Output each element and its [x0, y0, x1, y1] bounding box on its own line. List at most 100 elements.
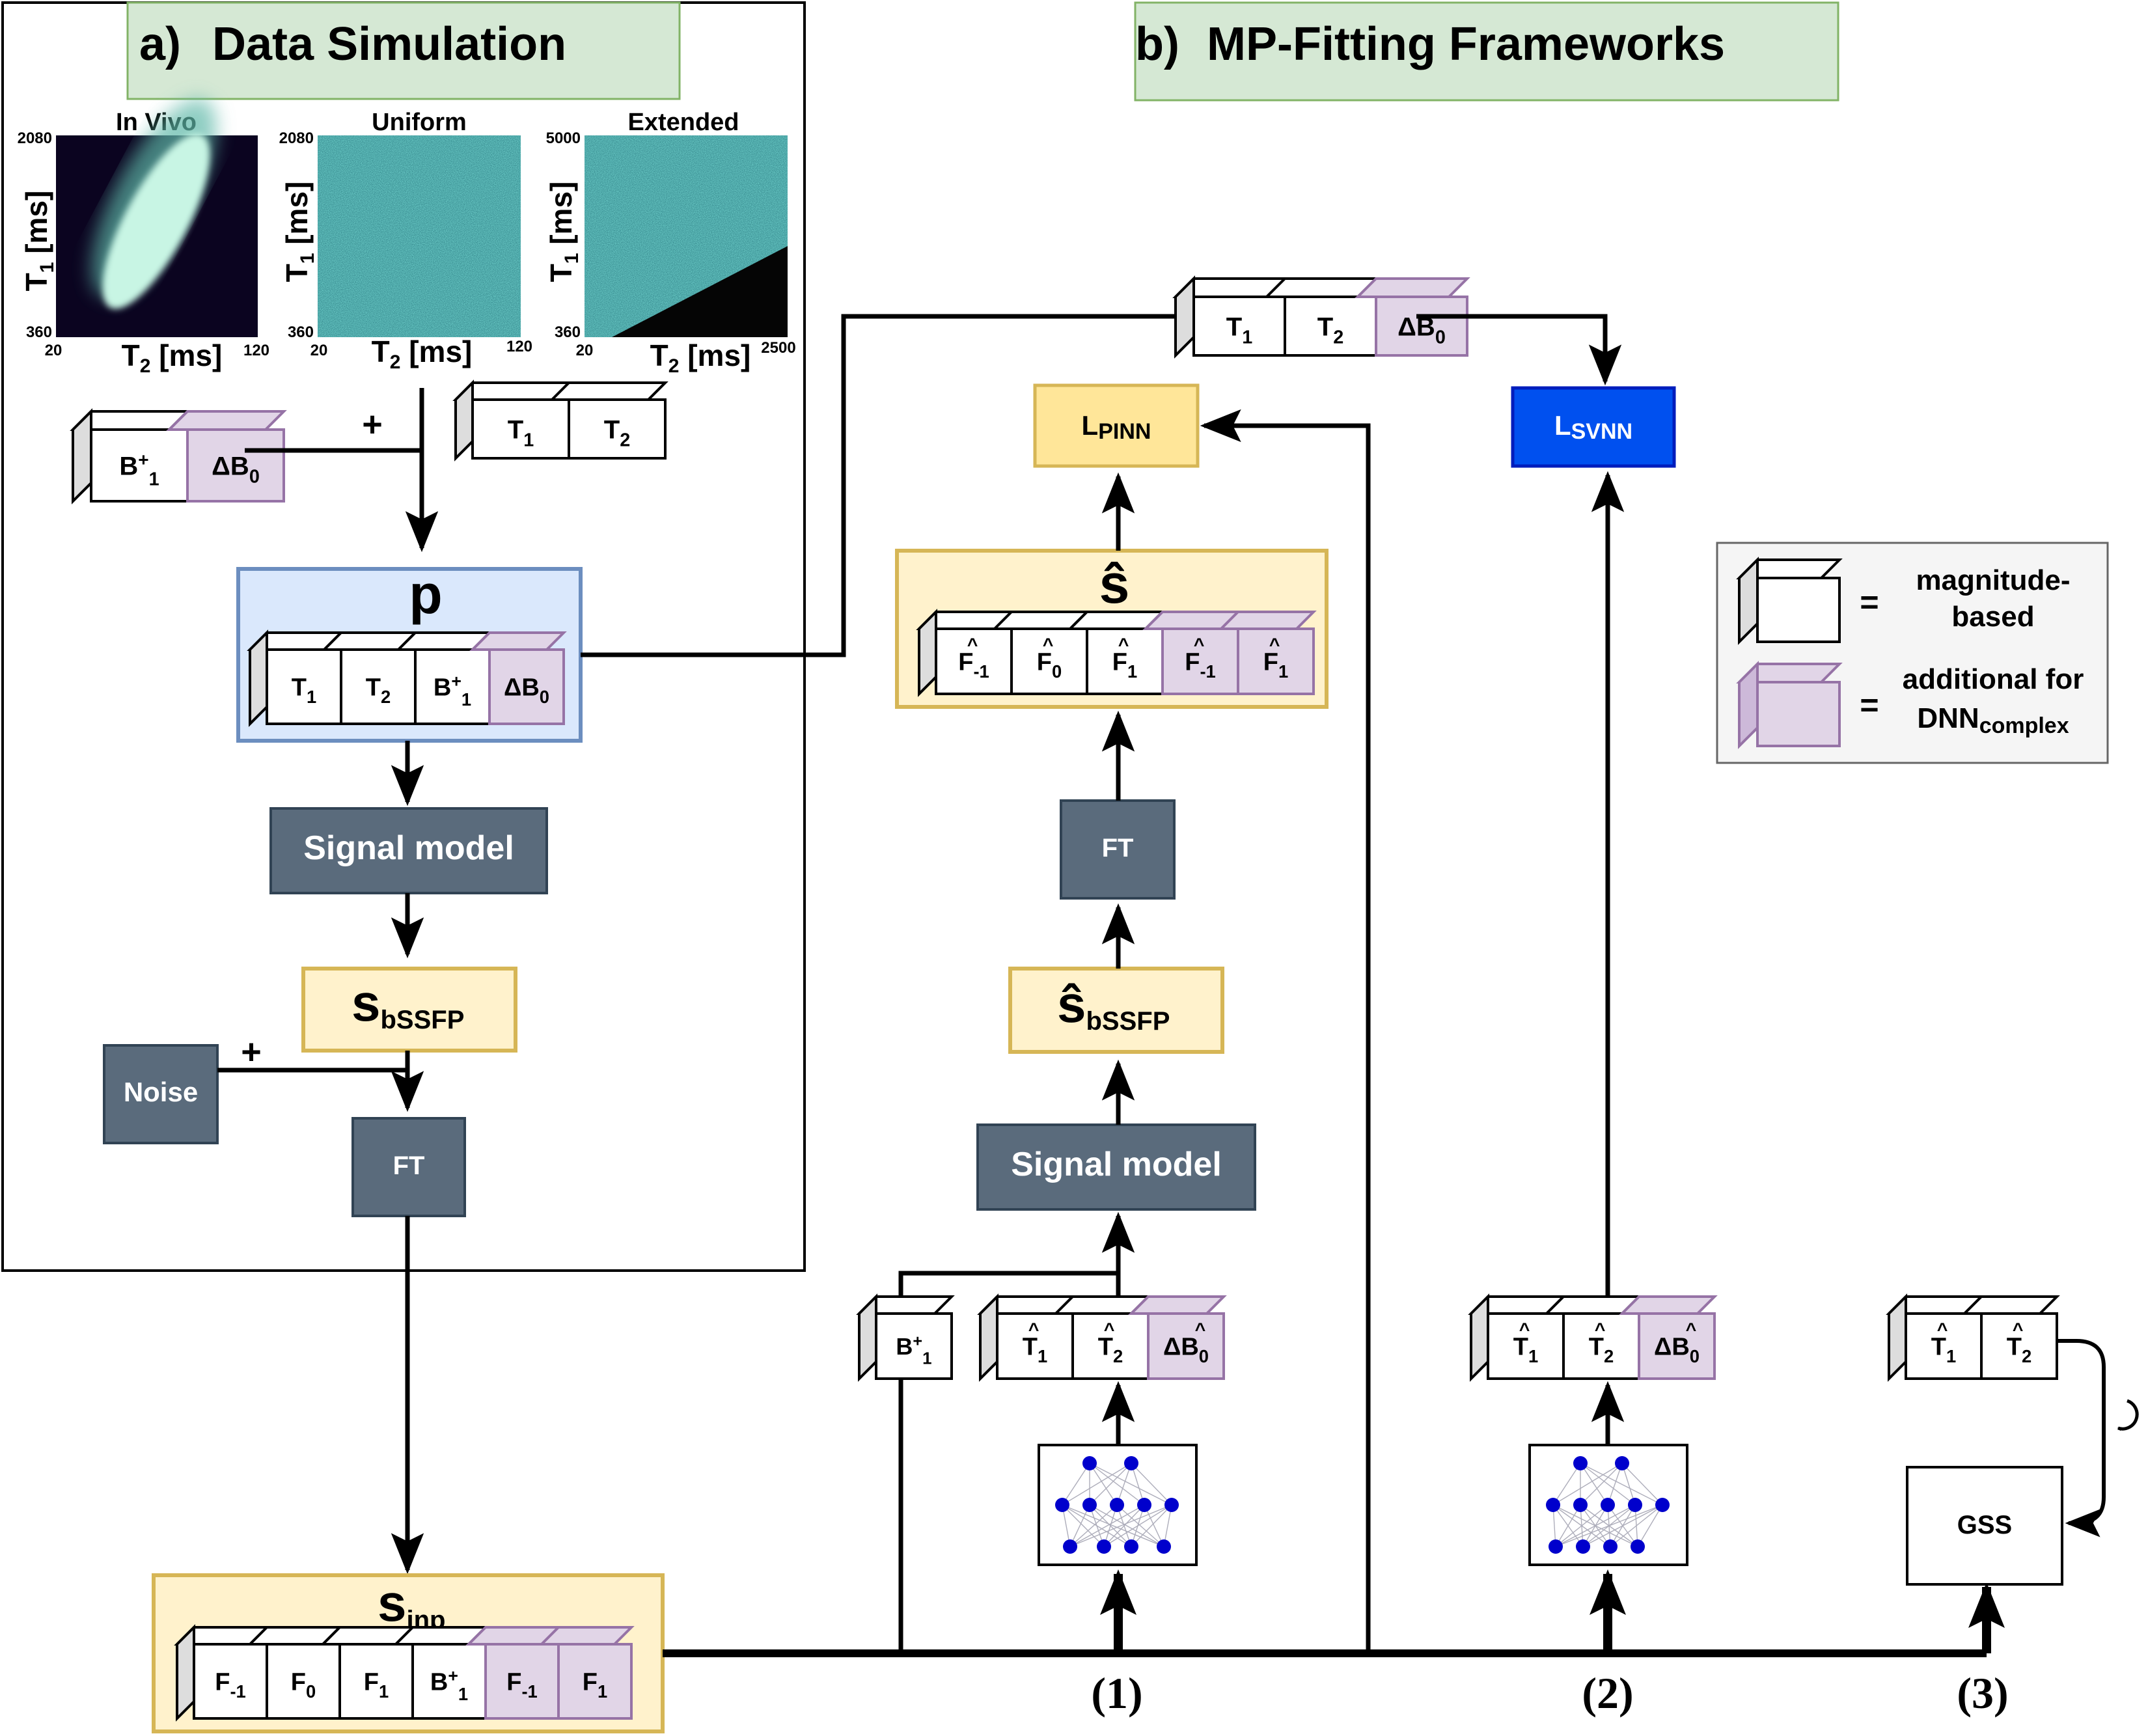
framework1-param-cubes: T1^T2^ΔB0^ — [977, 1293, 1227, 1382]
gss-block: GSS — [1906, 1466, 2063, 1586]
panel-b-title: MP-Fitting Frameworks — [1207, 18, 1725, 70]
param-cube: F1^ — [1067, 611, 1166, 695]
param-cube: F-1 — [465, 1626, 562, 1720]
lpinn-label: LPINN — [1082, 410, 1151, 444]
lsvnn-block: LSVNN — [1511, 386, 1676, 468]
nn-node — [1137, 1498, 1151, 1512]
param-cube — [1736, 557, 1843, 645]
b1-db0-cubes: B+1 ΔB0 — [70, 408, 287, 504]
nn-node — [1082, 1498, 1097, 1512]
param-label: ΔB0 — [212, 452, 260, 487]
hat-mark: ^ — [1195, 1319, 1206, 1340]
param-label: T2 — [604, 415, 630, 450]
hat-mark: ^ — [1686, 1319, 1697, 1340]
nn-icon-1 — [1038, 1444, 1198, 1566]
map-extended: Extended 5000 360 20 2500 T1 [ms] T2 [ms… — [544, 109, 796, 377]
param-label: T1 — [1023, 1334, 1047, 1366]
plus-sign-noise: + — [241, 1032, 262, 1071]
arrow-gt-to-lsvnn — [1416, 314, 1622, 386]
param-cube: T2 — [321, 631, 419, 725]
legend-magnitude-line1: magnitude- — [1916, 564, 2070, 596]
param-label: F0 — [1037, 649, 1062, 682]
framework-2-label: (2) — [1582, 1668, 1633, 1718]
signal-model-block-b: Signal model — [976, 1123, 1256, 1211]
param-cube: F0^ — [991, 611, 1090, 695]
shat-bssfp-block: ŝbSSFP — [1008, 967, 1224, 1054]
hat-mark: ^ — [1194, 635, 1205, 655]
panel-a-letter: a) — [139, 18, 181, 70]
param-label: T2 — [366, 674, 391, 707]
map-extended-ybot: 360 — [555, 324, 581, 341]
param-cube: ΔB0 — [166, 410, 287, 503]
map-uniform-ylabel: T1 [ms] — [280, 182, 318, 282]
iteration-loop-icon — [2117, 1399, 2139, 1431]
param-label: B+1 — [434, 671, 471, 710]
param-cube: T1^ — [977, 1293, 1076, 1382]
panel-b-header: b) MP-Fitting Frameworks — [1134, 1, 1839, 102]
hat-mark: ^ — [1028, 1319, 1040, 1340]
ft-label-b: FT — [1102, 834, 1134, 862]
map-uniform: Uniform 2080 360 20 120 T1 [ms] T2 [ms] — [279, 109, 532, 373]
ft-block-b: FT — [1060, 799, 1176, 900]
param-label: F0 — [291, 1669, 316, 1702]
nn-node — [1082, 1456, 1097, 1470]
hat-mark: ^ — [1937, 1319, 1948, 1340]
connector-p-to-gt-params — [581, 314, 1177, 657]
nn-node — [1097, 1539, 1111, 1554]
map-extended-xlabel: T2 [ms] — [650, 338, 751, 377]
param-cube: F1^ — [1218, 611, 1317, 695]
signal-model-label-b: Signal model — [1011, 1146, 1222, 1183]
param-label: T1 — [292, 674, 316, 707]
framework2-param-cubes: T1^T2^ΔB0^ — [1468, 1293, 1718, 1382]
param-cube: T1^ — [1886, 1293, 1985, 1382]
legend-equals-2: = — [1860, 687, 1879, 723]
param-label: F-1 — [215, 1669, 246, 1702]
param-cube: T1 — [1172, 275, 1288, 359]
param-cube: ΔB0 — [1355, 277, 1470, 357]
shat-block: ŝ F-1^F0^F1^F-1^F1^ — [895, 549, 1329, 709]
param-label: T2 — [1098, 1334, 1123, 1366]
nn-node — [1164, 1498, 1179, 1512]
param-label: B+1 — [119, 449, 159, 489]
nn-edges — [1552, 1463, 1663, 1547]
b1-cube-framework1: B+1 — [856, 1293, 955, 1382]
panel-a-title: Data Simulation — [212, 18, 566, 70]
map-extended-xright: 2500 — [761, 339, 795, 357]
param-cube: B+1 — [70, 408, 191, 504]
panel-b-letter: b) — [1135, 18, 1179, 70]
nn-node — [1546, 1498, 1560, 1512]
map-extended-ylabel: T1 [ms] — [544, 182, 583, 282]
param-label: T1 — [1513, 1334, 1538, 1366]
lpinn-block: LPINN — [1033, 383, 1200, 468]
panel-a-header: a) Data Simulation — [126, 1, 681, 100]
param-label: ΔB0 — [1654, 1334, 1700, 1366]
map-extended-xleft: 20 — [576, 342, 594, 359]
map-invivo: In Vivo 2080 360 20 120 T1 [ms] T2 [ms] — [18, 98, 269, 377]
ft-block-a: FT — [351, 1117, 466, 1217]
lsvnn-label: LSVNN — [1554, 410, 1632, 444]
sbssfp-block: sbSSFP — [301, 967, 517, 1053]
map-uniform-title: Uniform — [372, 109, 467, 136]
map-invivo-xleft: 20 — [45, 342, 62, 359]
param-label: F-1 — [958, 649, 989, 682]
nn-node — [1603, 1539, 1618, 1554]
param-cube: T2^ — [1543, 1295, 1642, 1380]
nn-node — [1655, 1498, 1670, 1512]
signal-model-label-a: Signal model — [303, 829, 514, 867]
nn-node — [1615, 1456, 1629, 1470]
shat-cubes: F-1^F0^F1^F-1^F1^ — [916, 609, 1317, 697]
param-cube: F-1 — [174, 1624, 270, 1722]
map-invivo-ytop: 2080 — [18, 130, 52, 147]
map-uniform-ybot: 360 — [288, 324, 314, 341]
param-cube — [1736, 661, 1843, 749]
param-label: F1 — [1263, 649, 1288, 682]
param-label: T2 — [2007, 1334, 2031, 1366]
param-cube: T1^ — [1468, 1293, 1567, 1382]
hat-mark: ^ — [1519, 1319, 1530, 1340]
nn-node — [1628, 1498, 1642, 1512]
param-cube: F0 — [247, 1626, 343, 1720]
